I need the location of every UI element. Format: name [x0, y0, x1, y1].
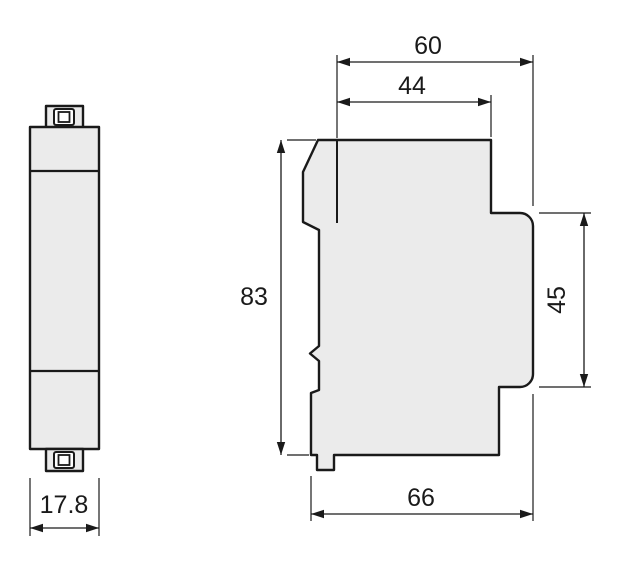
dimension-label-lower-depth: 66 — [407, 484, 435, 512]
dimension-front-height: 45 — [539, 212, 591, 388]
front-top-socket-inner — [57, 111, 71, 123]
arrowhead-left — [30, 523, 43, 533]
arrowhead-top — [276, 140, 286, 153]
dimension-lower-depth: 66 — [310, 394, 534, 521]
dimension-height: 83 — [240, 139, 316, 456]
arrowhead-left — [311, 509, 324, 519]
arrowhead-right — [86, 523, 99, 533]
dimension-label-front-height: 45 — [543, 286, 571, 314]
front-body — [28, 125, 101, 451]
arrowhead-left — [337, 97, 350, 107]
arrowhead-right — [520, 509, 533, 519]
side-view: 60 44 83 — [240, 32, 591, 521]
dimension-label-width: 17.8 — [40, 491, 89, 519]
arrowhead-right — [478, 97, 491, 107]
dimension-front-width: 17.8 — [29, 478, 100, 536]
dimension-total-depth: 60 — [336, 32, 534, 206]
arrowhead-left — [337, 57, 350, 67]
dimension-label-total-depth: 60 — [414, 32, 442, 60]
front-bottom-socket-inner — [57, 454, 71, 466]
arrowhead-bottom — [579, 374, 589, 387]
front-view: 17.8 — [28, 104, 101, 536]
dimension-upper-depth: 44 — [337, 72, 492, 137]
arrowhead-top — [579, 213, 589, 226]
dimension-label-upper-depth: 44 — [398, 72, 426, 100]
arrowhead-bottom — [276, 442, 286, 455]
arrowhead-right — [520, 57, 533, 67]
side-profile-outline — [301, 138, 535, 472]
dimension-label-height: 83 — [240, 283, 268, 311]
